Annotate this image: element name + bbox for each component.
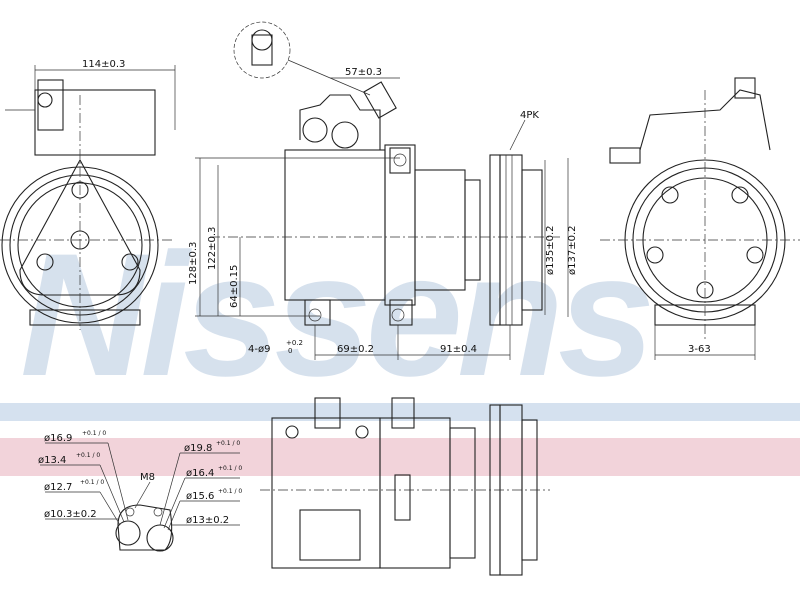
dim-4pk: 4PK xyxy=(520,110,539,121)
dim-137: ø137±0.2 xyxy=(567,226,578,276)
port-right-2: ø16.4 xyxy=(186,468,214,479)
port-left-3-tol: +0.1 / 0 xyxy=(80,479,104,486)
port-right-3: ø15.6 xyxy=(186,491,214,502)
dim-holes-tol2: 0 xyxy=(288,347,292,355)
port-right-1-tol: +0.1 / 0 xyxy=(216,440,240,447)
port-left-1: ø16.9 xyxy=(44,433,72,444)
dim-128: 128±0.3 xyxy=(188,242,199,285)
port-left-2-tol: +0.1 / 0 xyxy=(76,452,100,459)
port-right-4: ø13±0.2 xyxy=(186,515,229,526)
connector-detail xyxy=(233,21,371,96)
port-left-1-tol: +0.1 / 0 xyxy=(82,430,106,437)
top-view xyxy=(260,397,550,576)
port-detail: ø16.9 +0.1 / 0 ø13.4 +0.1 / 0 ø12.7 +0.1… xyxy=(38,430,242,552)
front-view-left: 114±0.3 xyxy=(0,59,176,330)
dim-holes-tol: +0.2 xyxy=(286,339,303,347)
port-left-2: ø13.4 xyxy=(38,455,66,466)
port-right-1: ø19.8 xyxy=(184,443,212,454)
side-view: 57±0.3 4PK 128±0.3 122±0.3 64±0.15 4-ø9 … xyxy=(188,67,578,360)
thread-m8: M8 xyxy=(140,472,155,483)
dim-135: ø135±0.2 xyxy=(545,226,556,276)
dim-69: 69±0.2 xyxy=(337,344,374,355)
dim-122: 122±0.3 xyxy=(207,227,218,270)
blue-band xyxy=(0,403,800,421)
dim-57: 57±0.3 xyxy=(345,67,382,78)
port-right-2-tol: +0.1 / 0 xyxy=(218,465,242,472)
dim-64: 64±0.15 xyxy=(229,265,240,308)
port-left-4: ø10.3±0.2 xyxy=(44,509,97,520)
dim-114: 114±0.3 xyxy=(82,59,125,70)
port-left-3: ø12.7 xyxy=(44,482,72,493)
pink-band xyxy=(0,438,800,476)
port-right-3-tol: +0.1 / 0 xyxy=(218,488,242,495)
dim-91: 91±0.4 xyxy=(440,344,477,355)
nissens-watermark: Nissens xyxy=(20,218,650,413)
rear-view-right: 3-63 xyxy=(600,77,800,360)
dim-3-63: 3-63 xyxy=(688,344,711,355)
dim-holes: 4-ø9 xyxy=(248,344,270,355)
